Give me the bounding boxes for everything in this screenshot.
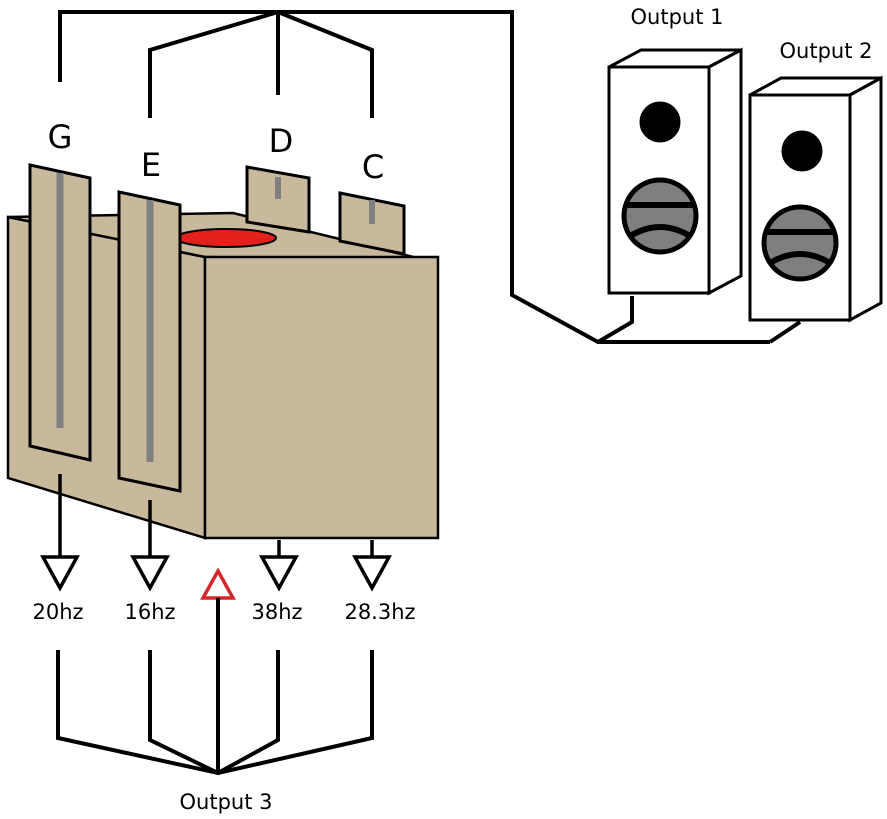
input-arrow [200,567,236,600]
string-label-e: E [141,146,161,184]
tweeter [639,101,681,143]
output-2-label: Output 2 [780,39,873,63]
tweeter [781,130,823,172]
speaker-2 [748,75,883,323]
string-label-c: C [362,148,384,186]
arrow-28hz [352,555,392,592]
freq-label-20hz: 20hz [32,600,83,624]
string-label-d: D [269,122,294,160]
box-front-face [203,255,440,540]
freq-label-38hz: 38hz [251,600,302,624]
woofer [761,204,839,282]
arrow-16hz [130,555,170,592]
sound-hole [175,228,277,248]
speaker-1 [607,47,743,296]
tine-e [117,190,182,493]
freq-label-16hz: 16hz [124,600,175,624]
output-3-label: Output 3 [180,790,273,814]
output-1-label: Output 1 [631,5,724,29]
arrow-20hz [40,555,80,592]
woofer [621,177,699,255]
bottom-wiring [56,598,374,776]
freq-label-28hz: 28.3hz [344,600,415,624]
string-label-g: G [48,118,73,156]
arrow-38hz [259,555,299,592]
tine-g [28,163,92,462]
output-arrows [40,474,392,592]
tine-c [338,191,406,256]
top-wiring [58,9,802,344]
tine-d [245,165,311,234]
